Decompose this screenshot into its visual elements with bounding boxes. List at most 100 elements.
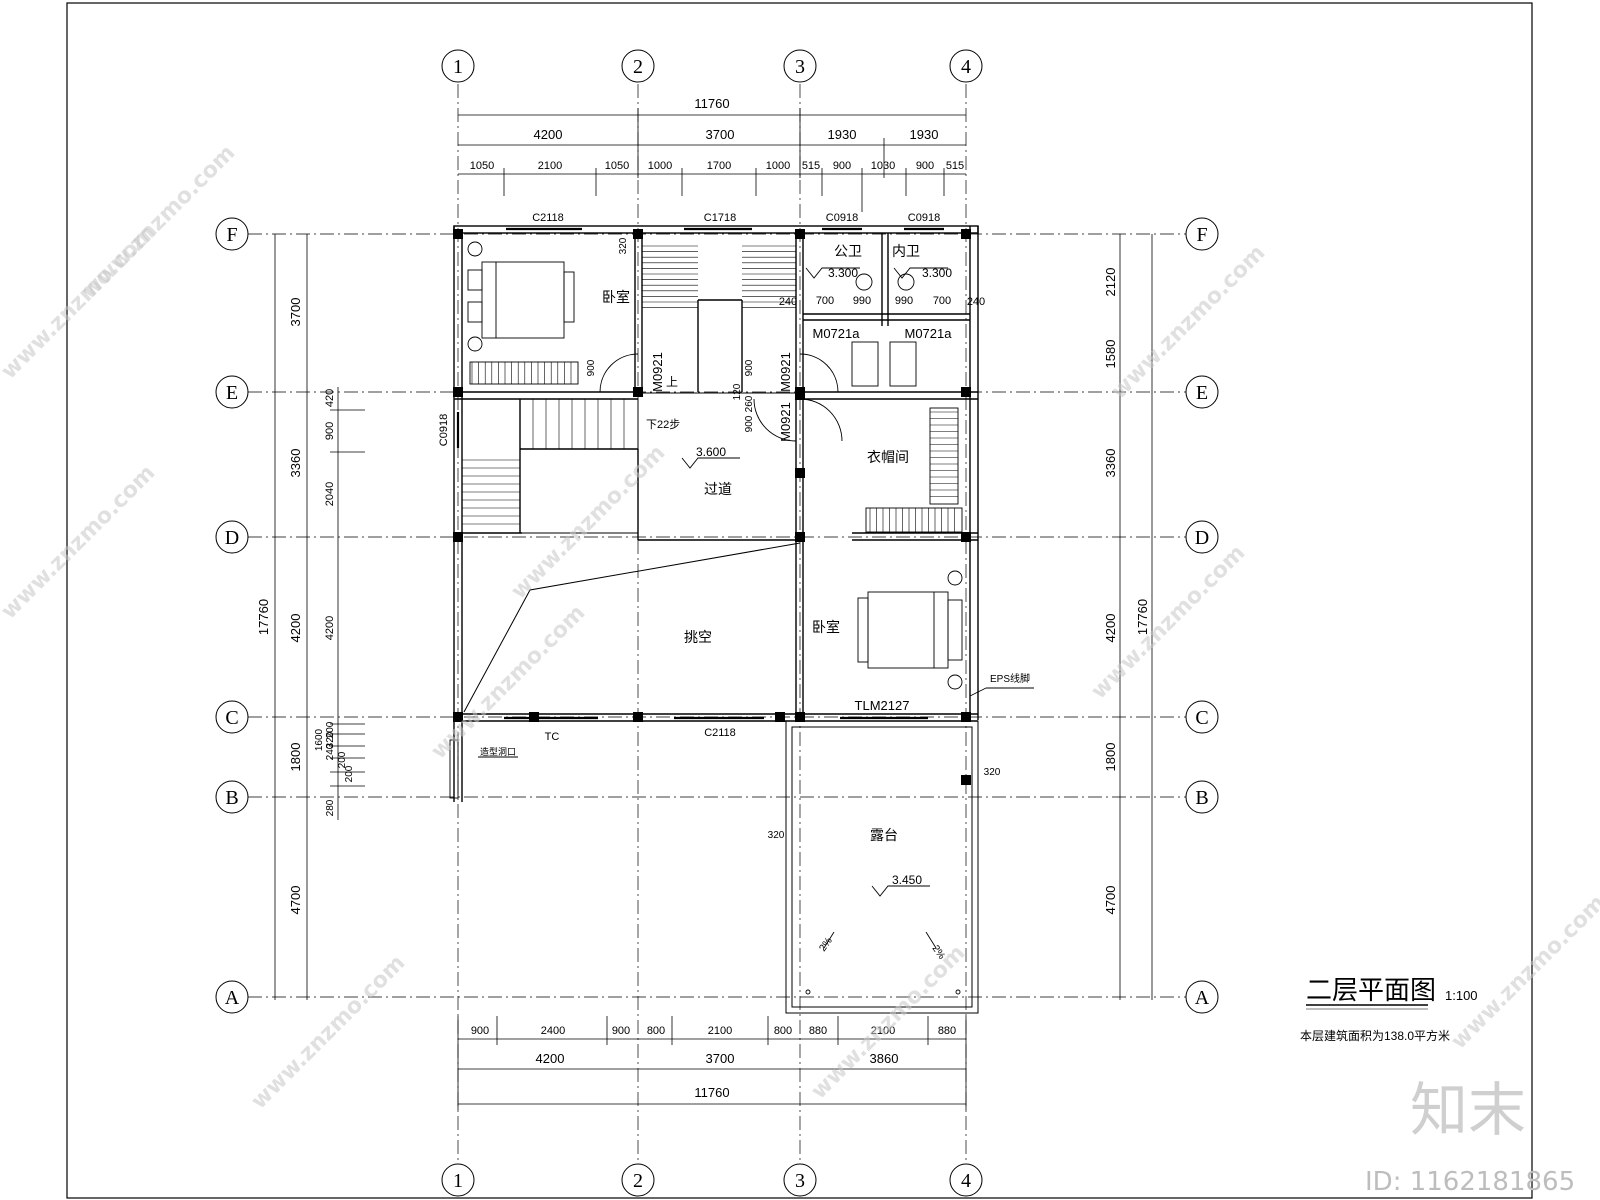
door-tag: M0921 bbox=[778, 402, 793, 442]
window-tag: C2118 bbox=[704, 727, 736, 739]
toilet-icon bbox=[855, 273, 873, 291]
dim-bottom-mid: 3860 bbox=[870, 1051, 899, 1066]
axis-bubble-bottom-2: 2 bbox=[621, 1163, 655, 1197]
door-tag: M0721a bbox=[813, 326, 861, 341]
column bbox=[453, 229, 463, 239]
dim-bottom-small: 2400 bbox=[541, 1025, 565, 1037]
dim-misc: 320 bbox=[984, 767, 1001, 778]
dim-top-small: 515 bbox=[802, 160, 820, 172]
room-terrace: 露台 bbox=[870, 827, 898, 843]
furniture bbox=[449, 227, 1034, 995]
dim-left-stack: 200 bbox=[344, 765, 355, 782]
rack-icon bbox=[929, 407, 959, 505]
svg-text:C: C bbox=[225, 707, 238, 729]
svg-text:C: C bbox=[1195, 707, 1208, 729]
dim-left-stack: 1600 bbox=[314, 728, 325, 751]
dim-misc: 700 bbox=[816, 295, 834, 307]
drawing-scale: 1:100 bbox=[1445, 988, 1478, 1003]
dim-misc: 260 bbox=[744, 395, 755, 412]
dim-left-inner: 4200 bbox=[324, 616, 336, 640]
column bbox=[453, 532, 463, 542]
watermark-text: www.znzmo.com bbox=[247, 950, 411, 1114]
dim-right-mid: 4700 bbox=[1103, 886, 1118, 915]
room-bedroom-1: 卧室 bbox=[602, 289, 630, 305]
dim-bottom-small: 880 bbox=[938, 1025, 956, 1037]
dim-misc: 900 bbox=[744, 359, 755, 376]
svg-text:A: A bbox=[225, 987, 240, 1009]
dim-top-mid: 4200 bbox=[534, 127, 563, 142]
svg-text:D: D bbox=[1195, 527, 1209, 549]
axis-bubble-right-A: A bbox=[1185, 980, 1219, 1014]
dim-top-small: 1700 bbox=[707, 160, 731, 172]
watermark-text: www.znzmo.com bbox=[0, 460, 160, 624]
axis-bubble-left-C: C bbox=[215, 700, 249, 734]
dim-top-mid: 1930 bbox=[910, 127, 939, 142]
axis-bubble-left-B: B bbox=[215, 780, 249, 814]
dim-left-mid: 4200 bbox=[288, 614, 303, 643]
room-corridor: 过道 bbox=[704, 481, 732, 497]
column bbox=[795, 712, 805, 722]
dim-misc: 990 bbox=[895, 295, 913, 307]
dim-right-mid: 4200 bbox=[1103, 614, 1118, 643]
svg-text:1: 1 bbox=[453, 56, 463, 78]
grid-axes bbox=[248, 84, 1186, 1162]
column bbox=[633, 387, 643, 397]
dim-top-small: 1030 bbox=[871, 160, 895, 172]
dim-right-mid: 3360 bbox=[1103, 449, 1118, 478]
dimension-lines bbox=[274, 108, 1153, 1110]
dim-bottom-small: 900 bbox=[471, 1025, 489, 1037]
dim-left-stack: 200 bbox=[325, 721, 336, 738]
svg-text:2: 2 bbox=[633, 1170, 643, 1192]
shower-icon bbox=[851, 341, 879, 387]
lamp-icon bbox=[467, 241, 483, 257]
dim-left-mid: 1800 bbox=[288, 743, 303, 772]
svg-text:A: A bbox=[1195, 987, 1210, 1009]
dim-bottom-small: 880 bbox=[809, 1025, 827, 1037]
column bbox=[633, 712, 643, 722]
svg-text:F: F bbox=[1196, 224, 1207, 246]
drawing-title: 二层平面图 bbox=[1306, 975, 1436, 1005]
opening-label: 造型洞口 bbox=[480, 746, 516, 757]
dim-right-mid: 2120 bbox=[1103, 268, 1118, 297]
dim-right-total: 17760 bbox=[1135, 599, 1150, 635]
axis-bubble-left-F: F bbox=[215, 217, 249, 251]
svg-text:D: D bbox=[225, 527, 239, 549]
dim-misc: 120 bbox=[732, 383, 743, 400]
dim-left-stack: 200 bbox=[337, 751, 348, 768]
dim-left-stack: 320 bbox=[325, 731, 336, 748]
dim-left-mid: 3360 bbox=[288, 449, 303, 478]
elevation: 3.300 bbox=[828, 266, 858, 280]
svg-text:4: 4 bbox=[961, 1170, 971, 1192]
dim-bottom-small: 2100 bbox=[708, 1025, 732, 1037]
axis-bubble-left-E: E bbox=[215, 375, 249, 409]
column bbox=[961, 712, 971, 722]
door-tag: M0921 bbox=[650, 352, 665, 392]
window-tag: C0918 bbox=[908, 212, 940, 224]
dim-left-inner: 2040 bbox=[324, 482, 336, 506]
window-tag: C1718 bbox=[704, 212, 736, 224]
dim-top-small: 2100 bbox=[538, 160, 562, 172]
axis-bubble-right-E: E bbox=[1185, 375, 1219, 409]
axis-bubble-right-F: F bbox=[1185, 217, 1219, 251]
room-bedroom-2: 卧室 bbox=[812, 619, 840, 635]
door-tag: M0921 bbox=[778, 352, 793, 392]
stair-down-label: 下22步 bbox=[646, 418, 680, 431]
dim-left-stack: 280 bbox=[325, 799, 336, 816]
axis-bubble-top-1: 1 bbox=[441, 49, 475, 83]
window-tag: C2118 bbox=[532, 212, 564, 224]
room-wardrobe: 衣帽间 bbox=[867, 449, 909, 465]
window-tag: C0918 bbox=[438, 414, 450, 446]
dim-left-total: 17760 bbox=[256, 599, 271, 635]
watermark-text: www.znzmo.com bbox=[1447, 890, 1600, 1054]
door-tag: M0721a bbox=[905, 326, 953, 341]
column bbox=[961, 775, 971, 785]
column bbox=[961, 229, 971, 239]
elevation: 3.450 bbox=[892, 873, 922, 887]
watermark-text: www.znzmo.com bbox=[807, 940, 971, 1104]
dim-misc: 990 bbox=[853, 295, 871, 307]
dim-top-mid: 1930 bbox=[828, 127, 857, 142]
dim-left-inner: 900 bbox=[324, 422, 336, 440]
pillow-icon bbox=[467, 269, 483, 291]
